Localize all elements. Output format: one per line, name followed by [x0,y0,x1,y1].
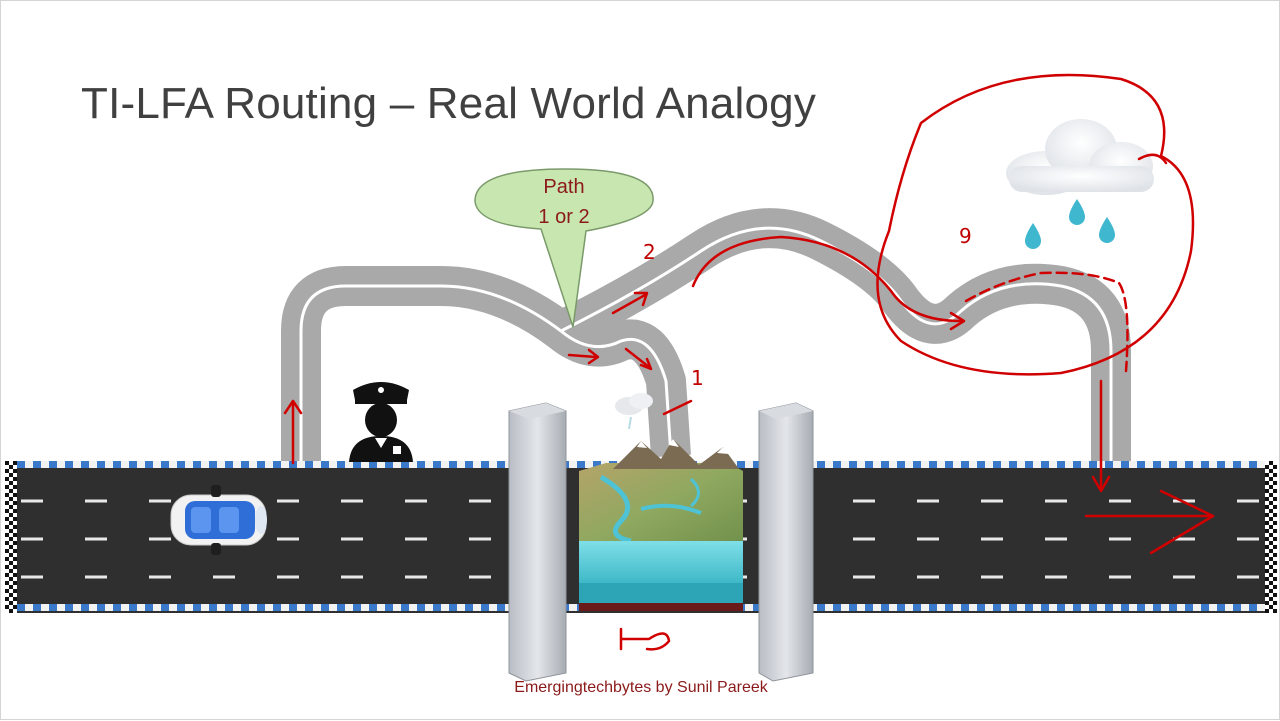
slide-title: TI-LFA Routing – Real World Analogy [81,79,817,128]
highway-end-flag [1265,461,1277,613]
gap-mark [619,627,671,651]
broken-terrain-icon [579,393,743,611]
path-2-label: 2 [643,240,656,264]
car-icon [170,485,267,555]
weather-mark-label: 9 [959,224,972,248]
arrow-segment-c [611,293,647,315]
arrow-segment-a [567,353,598,359]
callout-line-1: Path [543,176,584,198]
arrow-segment-b [624,347,651,369]
bridge-pillar-left [508,402,567,682]
highway-start-flag [5,461,17,613]
raindrops [1025,199,1115,249]
path-1-label: 1 [691,366,704,390]
author-credit: Emergingtechbytes by Sunil Pareek [1,679,1280,697]
detour-loop-roads [281,208,1131,461]
rain-zone-circle [876,73,1195,376]
path-1-tick [662,399,693,416]
author-credit-text: Emergingtechbytes by Sunil Pareek [514,679,768,696]
path-2-arrow [691,235,963,323]
flooded-path [964,271,1129,373]
rain-cloud-icon [1006,119,1154,249]
path-choice-callout: Path 1 or 2 [474,168,654,328]
police-officer-icon [349,382,413,462]
detour-centerline-upper [560,226,1113,461]
red-annotations [283,73,1215,651]
bridge-pillar-right [758,402,814,682]
callout-line-2: 1 or 2 [538,206,589,228]
detour-centerline-left [299,284,673,461]
